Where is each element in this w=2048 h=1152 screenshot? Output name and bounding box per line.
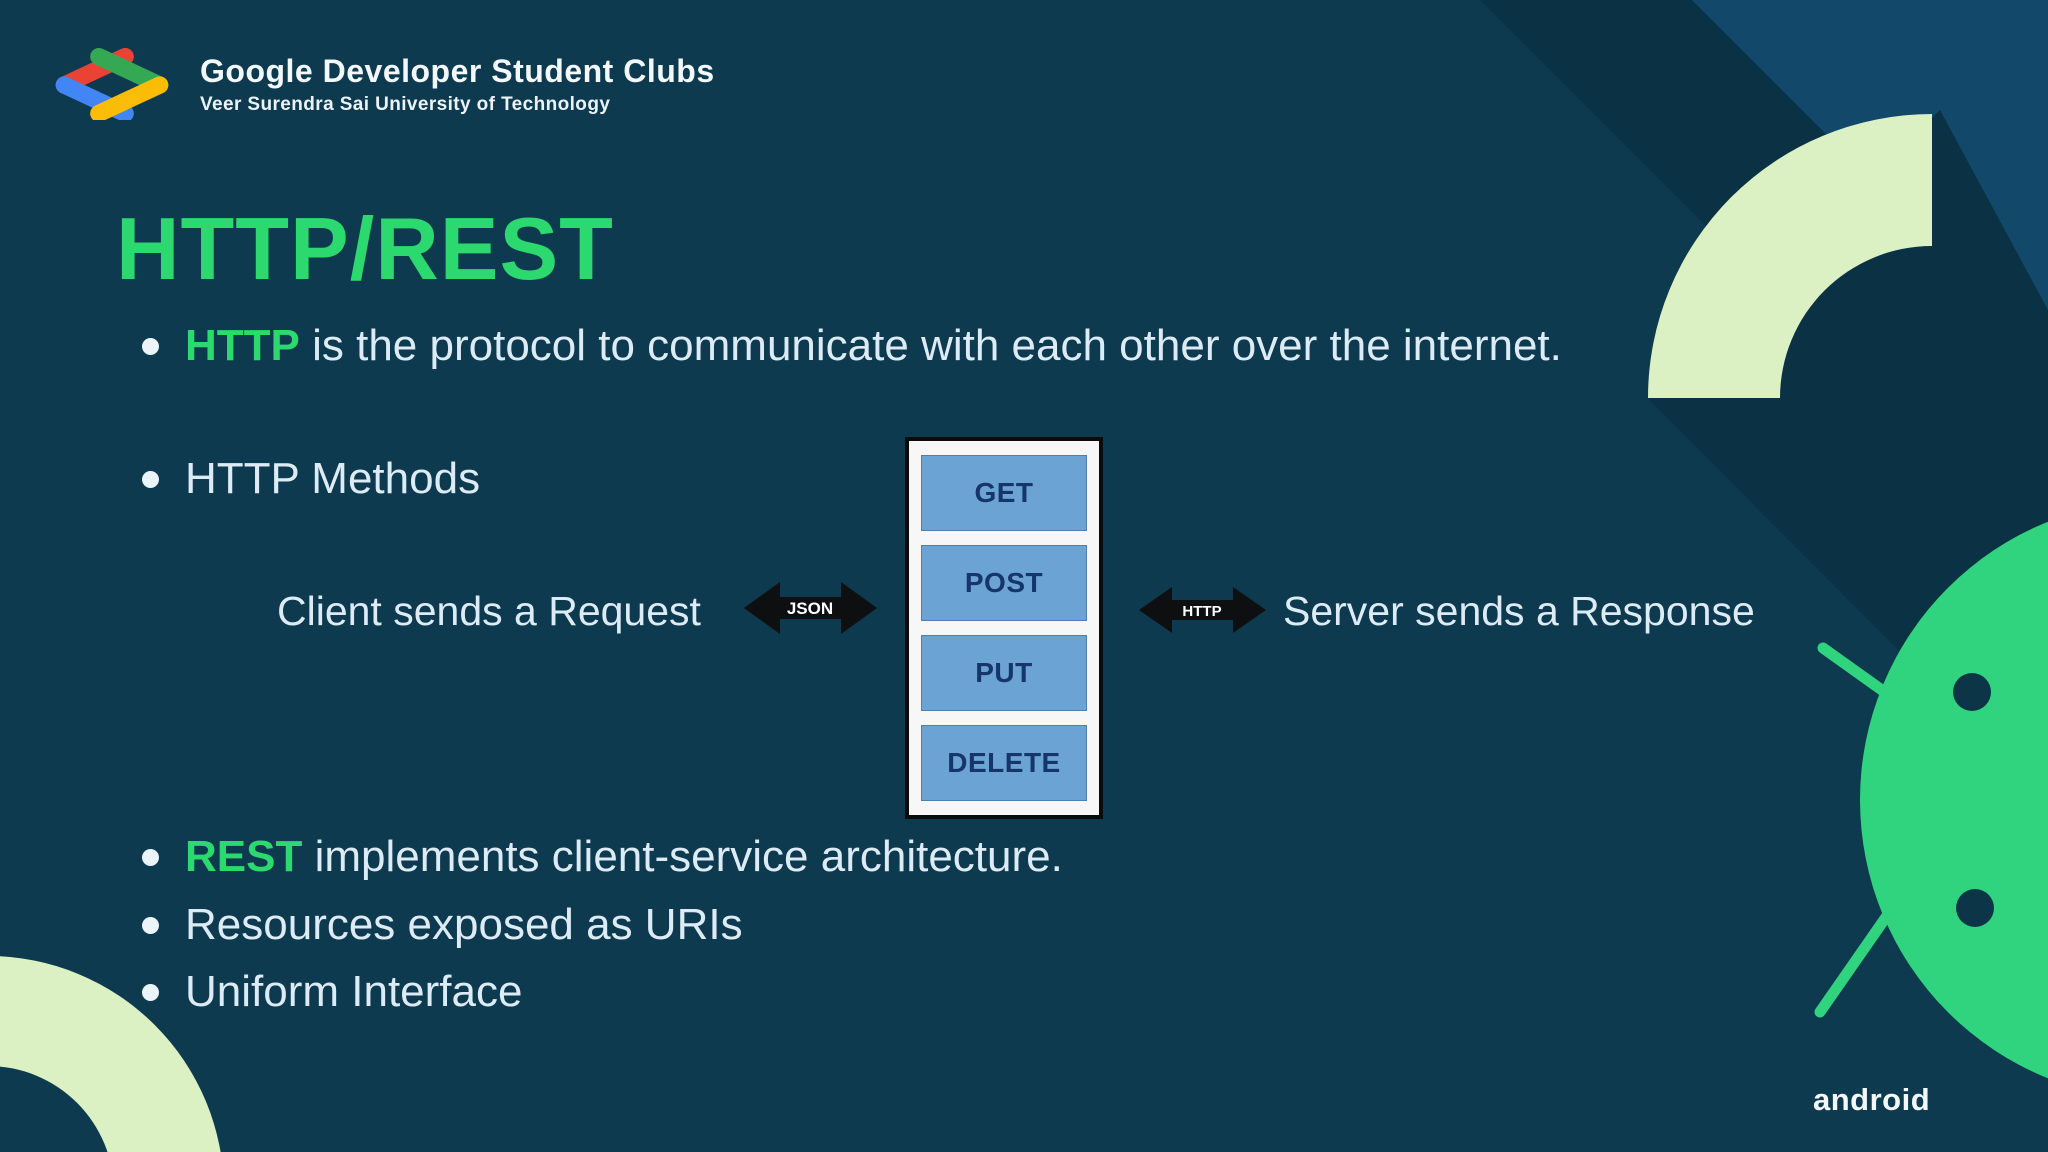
bullet-rest: is the protocol to communicate with each… xyxy=(299,321,1562,370)
gdsc-brackets-icon xyxy=(55,48,169,120)
bullet-dot xyxy=(142,984,159,1001)
client-request-caption: Client sends a Request xyxy=(277,588,701,634)
bullet-text: Uniform Interface xyxy=(185,967,523,1016)
bullet-text: HTTP is the protocol to communicate with… xyxy=(185,313,1562,379)
json-double-arrow-icon: JSON xyxy=(744,582,877,634)
bullet-dot xyxy=(142,917,159,934)
bullet-keyword: REST xyxy=(185,832,303,881)
bullet-text: HTTP Methods xyxy=(185,454,481,503)
bullet-dot xyxy=(142,338,159,355)
bullet-rest-architecture: REST implements client-service architect… xyxy=(142,829,1063,885)
android-wordmark: android xyxy=(1813,1082,1931,1117)
bullet-keyword: HTTP xyxy=(185,321,300,370)
bullet-rest: implements client-service architecture. xyxy=(302,832,1063,881)
android-robot-icon xyxy=(1814,521,2048,1079)
quarter-ring-shape xyxy=(1648,114,1932,398)
bullet-text: Resources exposed as URIs xyxy=(185,900,743,949)
bottom-left-ring-inner xyxy=(0,1066,108,1152)
bullet-text: REST implements client-service architect… xyxy=(185,829,1063,885)
bullet-dot xyxy=(142,849,159,866)
server-response-caption: Server sends a Response xyxy=(1283,588,1755,634)
bullet-http-methods: HTTP Methods xyxy=(142,446,480,512)
json-arrow-label: JSON xyxy=(787,599,833,618)
gdsc-logo: Google Developer Student Clubs Veer Sure… xyxy=(46,48,715,120)
page-title: HTTP/REST xyxy=(116,199,614,298)
gdsc-logo-text: Google Developer Student Clubs Veer Sure… xyxy=(200,53,715,116)
method-tile-get: GET xyxy=(921,455,1087,531)
gdsc-org-name: Google Developer Student Clubs xyxy=(200,52,715,89)
bullet-resources-uris: Resources exposed as URIs xyxy=(142,897,743,953)
http-double-arrow-icon: HTTP xyxy=(1139,587,1266,633)
http-methods-box: GET POST PUT DELETE xyxy=(905,437,1103,819)
bullet-dot xyxy=(142,471,159,488)
http-arrow-label: HTTP xyxy=(1182,603,1221,620)
method-tile-delete: DELETE xyxy=(921,725,1087,801)
gdsc-chapter-name: Veer Surendra Sai University of Technolo… xyxy=(200,93,611,115)
method-tile-post: POST xyxy=(921,545,1087,621)
bullet-uniform-interface: Uniform Interface xyxy=(142,964,522,1020)
method-tile-put: PUT xyxy=(921,635,1087,711)
bullet-http-protocol: HTTP is the protocol to communicate with… xyxy=(142,313,1562,379)
